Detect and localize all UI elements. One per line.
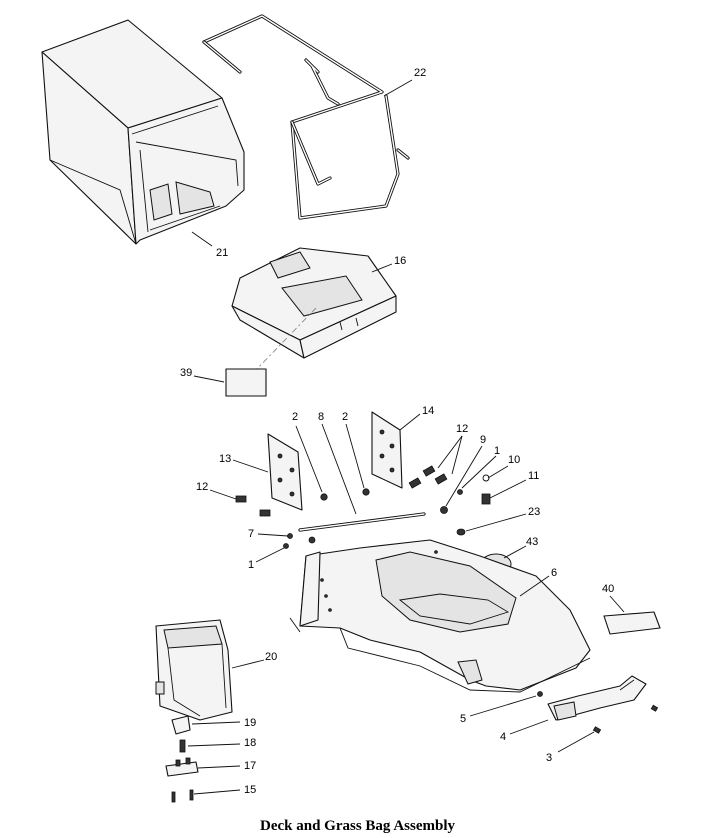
latch-part-19 (171, 715, 191, 735)
callout-12-right: 12 (456, 423, 468, 435)
callout-8: 8 (318, 411, 324, 423)
callout-2-left: 2 (292, 411, 298, 423)
nut-part-2-left (320, 493, 328, 501)
callout-11: 11 (528, 470, 539, 482)
callout-9: 9 (480, 434, 486, 446)
callout-1-left: 1 (248, 559, 254, 571)
washer-part-23 (456, 528, 466, 536)
cover-part-16 (231, 247, 397, 359)
washer-part-1-left (283, 543, 289, 549)
callout-43: 43 (526, 536, 538, 548)
bolt-part-12-right (408, 465, 448, 489)
washer-part-1-right (457, 489, 463, 495)
bracket-part-13 (267, 433, 303, 511)
callout-1-right: 1 (494, 445, 500, 457)
callout-19: 19 (244, 717, 256, 729)
callout-15: 15 (244, 784, 256, 796)
bolt-part-3 (592, 726, 602, 734)
fitting-part-11 (481, 493, 491, 505)
callout-14: 14 (422, 405, 434, 417)
callout-16: 16 (394, 255, 406, 267)
callout-2-right: 2 (342, 411, 348, 423)
callout-23: 23 (528, 506, 540, 518)
callout-21: 21 (216, 247, 228, 259)
callout-22: 22 (414, 67, 426, 79)
callout-6: 6 (551, 567, 557, 579)
callout-39: 39 (180, 367, 192, 379)
spring-part-9 (440, 506, 448, 514)
callout-13: 13 (219, 453, 231, 465)
leader-lines (187, 79, 625, 795)
bag-frame-part-22 (202, 14, 410, 220)
handle-bracket-part-4 (547, 675, 647, 721)
deck-part-6 (289, 539, 591, 693)
callout-17: 17 (244, 760, 256, 772)
callout-4: 4 (500, 731, 506, 743)
callout-3: 3 (546, 752, 552, 764)
callout-labels: 22 21 16 39 14 2 8 2 12 9 1 10 11 13 12 … (180, 67, 614, 796)
spring-part-18 (179, 739, 186, 753)
callout-12-left: 12 (196, 481, 208, 493)
callout-7: 7 (248, 528, 254, 540)
bracket-part-14 (371, 411, 403, 489)
nut-part-2-right (362, 488, 370, 496)
bolt-part-12-left (235, 495, 271, 517)
callout-5: 5 (460, 713, 466, 725)
label-part-39 (225, 368, 267, 397)
callout-20: 20 (265, 651, 277, 663)
centerline-16-39 (251, 307, 317, 375)
label-part-40 (603, 611, 661, 635)
pin-part-10 (482, 474, 490, 482)
screw-part-15 (171, 789, 194, 803)
bolt-part-4-end (650, 704, 659, 712)
spring-part-7 (287, 533, 316, 544)
grass-bag-part-21 (41, 19, 245, 245)
chute-part-20 (155, 619, 233, 721)
callout-10: 10 (508, 454, 520, 466)
nut-part-5 (537, 691, 543, 697)
callout-40: 40 (602, 583, 614, 595)
bracket-part-17 (165, 757, 199, 777)
callout-18: 18 (244, 737, 256, 749)
diagram-title: Deck and Grass Bag Assembly (259, 818, 456, 834)
